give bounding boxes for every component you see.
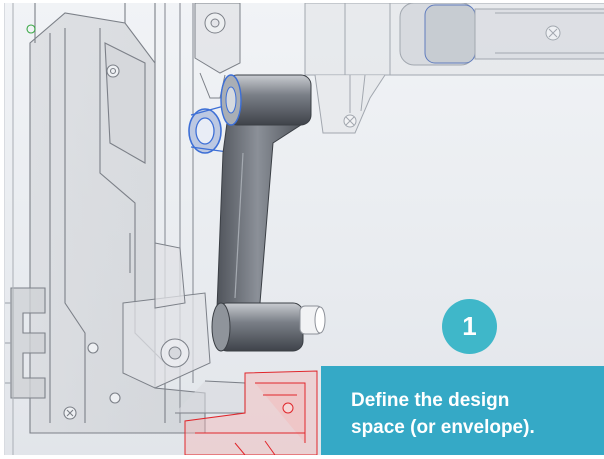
highlighted-pin xyxy=(188,102,236,154)
red-component xyxy=(184,370,318,455)
caption-line-2: space (or envelope). xyxy=(351,417,535,438)
step-number-badge: 1 xyxy=(442,299,497,354)
caption-panel: Define the design space (or envelope). xyxy=(321,366,604,455)
ghost-lower-joint xyxy=(122,242,211,389)
link-arm-part[interactable] xyxy=(211,74,326,352)
cad-assembly-model xyxy=(5,3,604,455)
ghost-shaft-assembly xyxy=(304,3,604,134)
caption-line-1: Define the design xyxy=(351,390,510,411)
ghost-upper-bracket xyxy=(194,3,241,99)
ghost-housing-frame xyxy=(5,3,246,455)
cad-viewport[interactable]: 1 Define the design space (or envelope). xyxy=(4,3,604,455)
